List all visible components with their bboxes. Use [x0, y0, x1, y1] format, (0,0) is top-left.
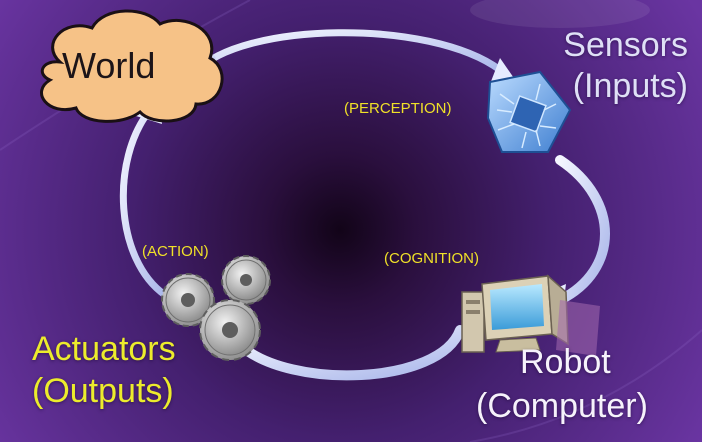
- cognition-label: (COGNITION): [384, 250, 479, 267]
- sensors-subtitle: (Inputs): [572, 67, 688, 105]
- computer-icon: [461, 274, 600, 356]
- robot-subtitle: (Computer): [476, 387, 648, 425]
- actuators-subtitle: (Outputs): [32, 372, 174, 410]
- perception-label: (PERCEPTION): [344, 100, 452, 117]
- cloud-icon: [40, 9, 224, 123]
- cycle-arrows: [119, 29, 610, 381]
- actuators-title: Actuators: [32, 330, 176, 368]
- arrow-actuators-to-world: [119, 106, 169, 299]
- robot-title: Robot: [520, 343, 611, 381]
- gears-icon: [161, 255, 271, 361]
- arrow-world-to-sensors: [192, 29, 504, 76]
- sensors-title: Sensors: [563, 26, 688, 64]
- circuit-board-icon: [486, 70, 572, 153]
- world-label: World: [62, 45, 156, 86]
- arrow-robot-to-actuators: [235, 325, 465, 381]
- action-label: (ACTION): [142, 243, 209, 260]
- arrow-sensors-to-robot: [555, 155, 610, 305]
